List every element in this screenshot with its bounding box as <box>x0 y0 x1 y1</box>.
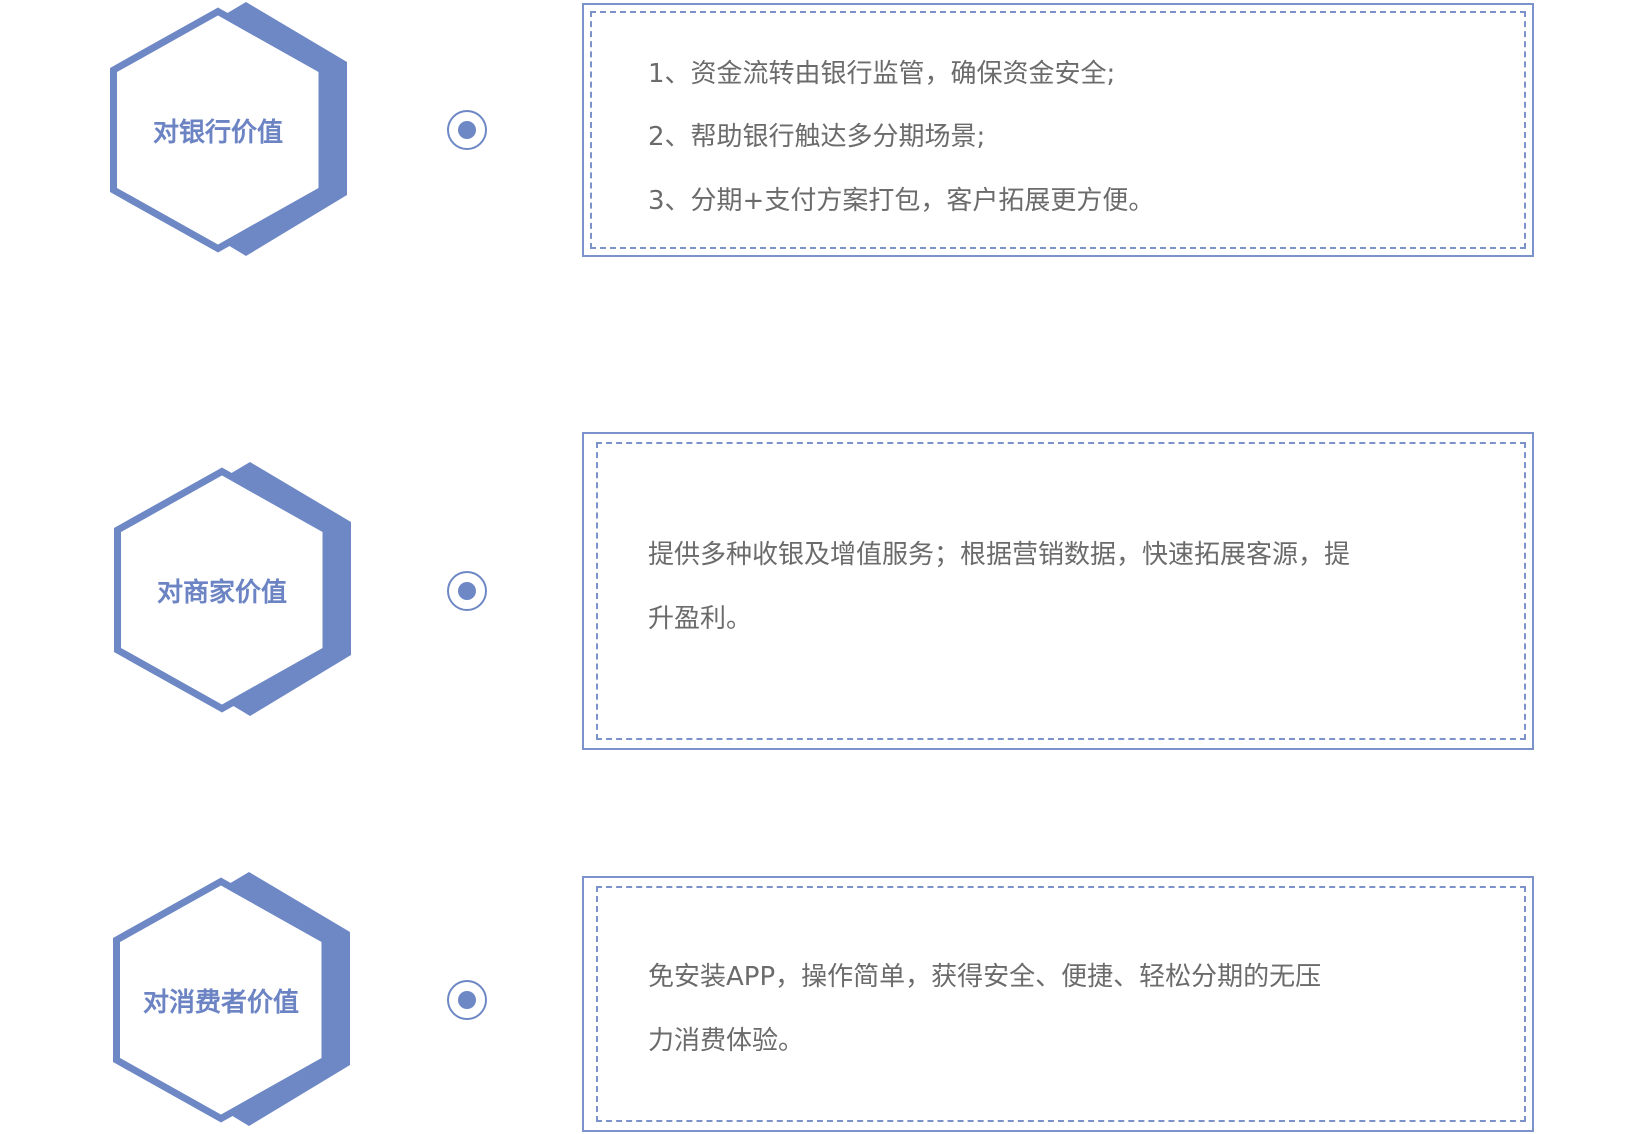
radio-marker-icon <box>447 980 487 1020</box>
value-box-merchant: 提供多种收银及增值服务；根据营销数据，快速拓展客源，提 升盈利。 <box>582 432 1534 750</box>
value-line: 3、分期+支付方案打包，客户拓展更方便。 <box>648 186 1155 216</box>
value-box-bank: 1、资金流转由银行监管，确保资金安全; 2、帮助银行触达多分期场景; 3、分期+… <box>582 3 1534 257</box>
hexagon-icon <box>114 462 351 716</box>
radio-marker-icon <box>447 110 487 150</box>
value-line: 升盈利。 <box>648 604 753 634</box>
value-line: 免安装APP，操作简单，获得安全、便捷、轻松分期的无压 <box>648 962 1322 992</box>
hexagon-badge-bank: 对银行价值 <box>110 2 350 258</box>
value-box-consumer: 免安装APP，操作简单，获得安全、便捷、轻松分期的无压 力消费体验。 <box>582 876 1534 1132</box>
hexagon-badge-consumer: 对消费者价值 <box>113 872 353 1128</box>
hexagon-icon <box>110 2 347 256</box>
value-line: 力消费体验。 <box>648 1026 805 1056</box>
value-line: 1、资金流转由银行监管，确保资金安全; <box>648 59 1116 89</box>
section-title: 对银行价值 <box>152 117 283 148</box>
value-line: 提供多种收银及增值服务；根据营销数据，快速拓展客源，提 <box>648 540 1351 570</box>
hexagon-icon <box>113 872 350 1126</box>
dashed-border <box>590 11 1526 249</box>
radio-marker-icon <box>447 571 487 611</box>
hexagon-badge-merchant: 对商家价值 <box>114 462 354 718</box>
section-title: 对消费者价值 <box>142 987 299 1018</box>
dashed-border <box>596 442 1526 740</box>
dashed-border <box>596 886 1526 1122</box>
value-line: 2、帮助银行触达多分期场景; <box>648 122 986 152</box>
section-title: 对商家价值 <box>156 577 287 608</box>
